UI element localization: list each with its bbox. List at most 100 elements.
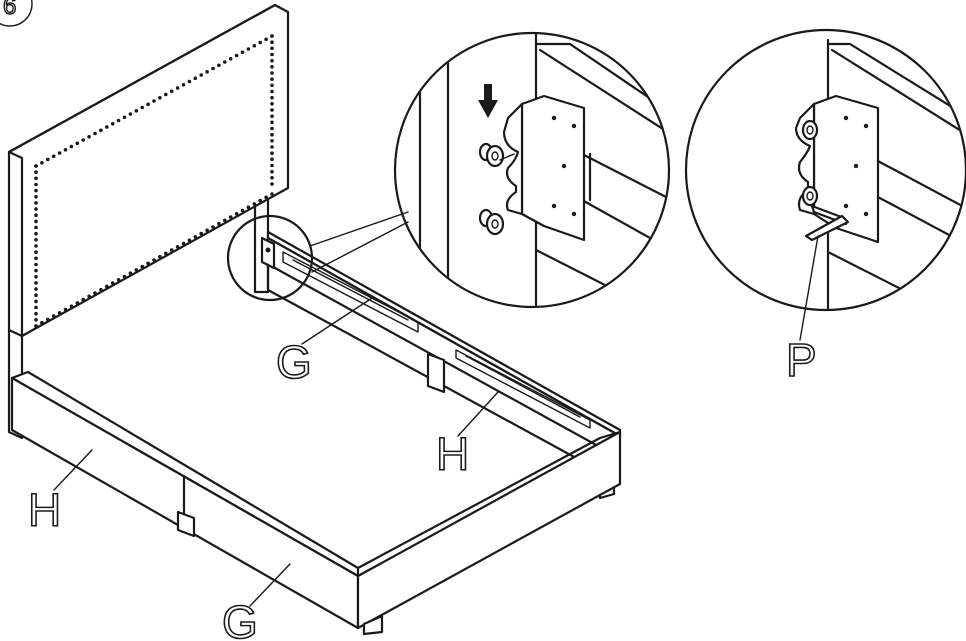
nailhead [193,76,198,81]
nailhead [246,47,251,51]
nailhead [270,34,274,38]
bolt-lower [478,208,505,236]
nailhead [181,241,186,246]
nailhead [240,208,245,213]
nailhead [270,126,274,131]
detail-bolt-bracket [393,31,671,309]
label-h-upper: H [436,428,469,480]
nailhead [146,102,150,107]
nailhead [34,293,38,298]
nailhead [258,40,263,45]
nailhead [40,320,44,325]
nailhead [270,58,274,63]
nailhead [169,248,174,252]
nailhead [57,311,62,315]
nailhead [34,195,38,199]
down-arrow-icon [478,84,498,118]
nailhead [57,151,62,155]
nailhead [34,207,38,211]
nailhead [34,256,38,261]
nailhead [270,139,274,143]
nailhead [75,301,80,305]
nailhead [199,73,203,77]
label-g-upper: G [276,336,312,388]
nailhead [211,66,215,71]
nailhead [34,170,38,174]
bolt-upper [478,142,515,168]
nailhead [75,141,80,146]
nailhead [193,235,198,239]
nailhead [270,182,274,186]
nailhead [87,135,91,139]
nailhead [134,268,139,272]
nailhead [175,245,180,249]
nailhead [152,99,156,103]
nailhead [105,284,109,289]
nailhead [34,225,38,230]
nailhead [270,151,274,155]
label-p: P [786,334,817,386]
nailhead [264,37,268,42]
nailhead [34,262,38,267]
nailhead [270,145,274,149]
nailhead [34,188,38,193]
nailhead [51,314,56,318]
nailhead [51,154,56,159]
nailhead [34,275,38,279]
label-g-lower: G [222,596,258,641]
headboard [7,3,290,440]
nailhead [199,231,203,236]
nailhead [270,52,274,57]
nailhead [128,271,133,276]
nailhead [134,109,139,113]
nailhead [99,128,103,133]
nailhead [46,157,50,162]
nailhead [146,261,150,266]
nailhead [69,144,74,149]
detail-callout-origin [226,211,409,302]
nailhead [205,228,209,233]
nailhead [270,114,274,118]
nailhead [34,182,38,187]
nailhead [116,118,121,123]
nailhead [270,163,274,168]
leader-h-lower [53,449,93,491]
nailhead [270,46,274,51]
nailhead [270,89,274,94]
nailhead [34,164,38,168]
nailhead [217,221,221,226]
nailhead [270,108,274,112]
nailhead [270,40,274,44]
nailhead [140,105,144,110]
nailhead [46,317,50,322]
nailhead [246,205,251,209]
detail-hex-key [684,28,966,341]
leader-h-upper [457,391,499,437]
nailhead [34,318,38,322]
nailhead [164,251,168,256]
nailhead [270,132,274,137]
nailhead [34,176,38,181]
nailhead [234,53,239,58]
nailhead [34,244,38,248]
nailhead [252,44,257,48]
nailhead [158,96,162,100]
nailhead [40,161,44,165]
bed-frame [10,230,622,636]
nailhead [240,50,245,55]
nailhead [187,238,192,242]
nailhead [270,71,274,75]
nailhead [63,307,68,312]
nailhead [270,157,274,162]
step-badge: 6 [0,0,33,27]
nailhead [270,192,274,196]
nailhead [228,57,233,61]
nailhead [270,102,274,106]
leader-g-lower [249,563,291,607]
nailhead [34,201,38,205]
nailhead [158,254,162,259]
nailhead [99,287,103,292]
label-h-lower: H [28,484,61,536]
step-number: 6 [3,0,16,20]
